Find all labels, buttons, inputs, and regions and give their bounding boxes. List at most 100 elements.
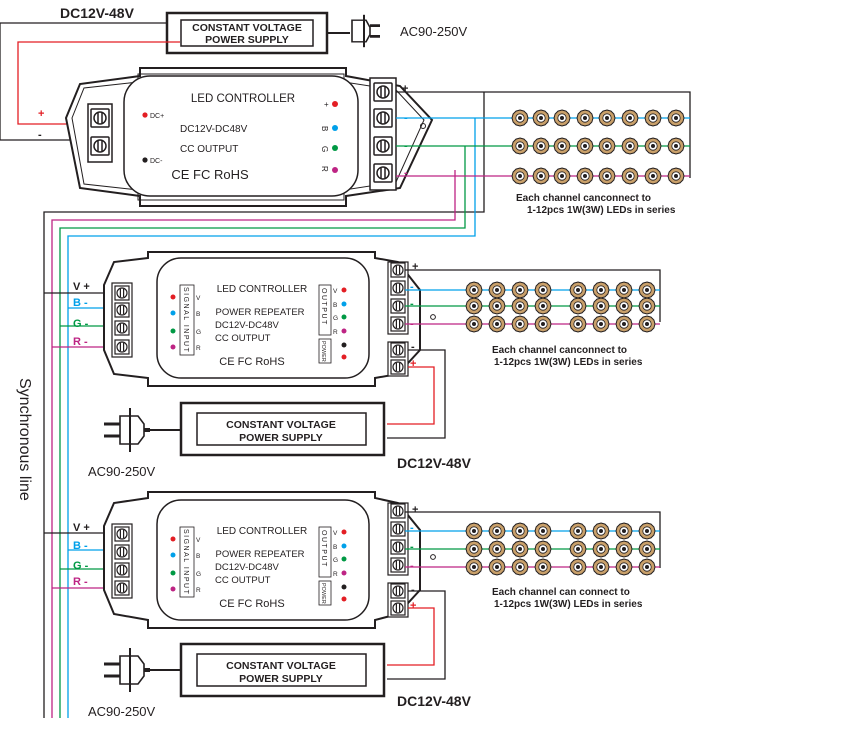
top-ch-g: G — [320, 146, 329, 152]
r1-power-label: POWER — [320, 341, 326, 362]
r1-signal-label: SIGNAL INPUT — [182, 287, 189, 353]
r1-plug-icon — [104, 408, 150, 452]
top-dc-plus: DC+ — [150, 113, 164, 120]
r1-sig-r: R — [196, 345, 201, 352]
r2-dc-label: DC12V-48V — [397, 693, 472, 709]
r2-term-minus-3: - — [410, 560, 414, 572]
r2-pwr-minus: - — [411, 584, 415, 596]
top-controller-marks: CE FC RoHS — [171, 167, 249, 182]
r2-out-r: R — [333, 571, 338, 578]
top-controller-title: LED CONTROLLER — [191, 93, 295, 105]
r2-output-label: OUTPUT — [320, 530, 327, 568]
top-dc-minus: DC- — [150, 158, 163, 165]
synchronous-lines — [43, 92, 485, 718]
r2-in-v: V + — [73, 522, 90, 534]
r2-sig-r: R — [196, 587, 201, 594]
r1-sig-v: V — [196, 295, 201, 302]
r1-ac-label: AC90-250V — [88, 464, 156, 479]
r2-note-line1: Each channel can connect to — [492, 587, 630, 598]
top-section: DC12V-48V CONSTANT VOLTAGE POWER SUPPLY … — [0, 5, 691, 216]
top-psu-line1: CONSTANT VOLTAGE — [192, 22, 302, 34]
r1-in-b: B - — [73, 297, 88, 309]
r1-out-r: R — [333, 329, 338, 336]
r1-term-minus-1: - — [410, 281, 414, 293]
r2-signal-label: SIGNAL INPUT — [182, 529, 189, 595]
r2-out-v: V — [333, 530, 338, 537]
r1-pwr-minus: - — [411, 341, 415, 353]
r1-line2: DC12V-DC48V — [215, 320, 280, 331]
r1-output-label: OUTPUT — [320, 288, 327, 326]
repeater-2-section: V + B - G - R - LED CONTROLLER POWER REP… — [44, 491, 661, 719]
r2-term-minus-1: - — [410, 522, 414, 534]
r1-pwr-plus: + — [410, 358, 416, 370]
synchronous-line-label: Synchronous line — [16, 378, 33, 501]
top-power-supply: CONSTANT VOLTAGE POWER SUPPLY — [165, 11, 329, 55]
r1-note-line2: 1-12pcs 1W(3W) LEDs in series — [494, 357, 643, 368]
top-controller-output: CC OUTPUT — [180, 144, 238, 155]
top-led-array — [396, 91, 691, 178]
r1-in-r: R - — [73, 336, 88, 348]
top-leds — [511, 109, 685, 185]
r1-in-v: V + — [73, 281, 90, 293]
top-dc-label: DC12V-48V — [60, 5, 135, 21]
r2-out-b: B — [333, 544, 337, 551]
top-terminal-minus-3: - — [404, 167, 408, 179]
top-psu-line2: POWER SUPPLY — [205, 34, 289, 46]
top-ac-label: AC90-250V — [400, 24, 468, 39]
r2-line1: POWER REPEATER — [215, 549, 304, 560]
r1-out-g: G — [333, 315, 338, 322]
r2-controller: LED CONTROLLER POWER REPEATER DC12V-DC48… — [103, 491, 436, 629]
r1-marks: CE FC RoHS — [219, 356, 284, 368]
r2-power-supply: CONSTANT VOLTAGE POWER SUPPLY — [179, 642, 386, 698]
r2-psu-line2: POWER SUPPLY — [239, 673, 323, 685]
top-note-line1: Each channel canconnect to — [516, 193, 651, 204]
r2-term-plus: + — [412, 504, 418, 516]
r1-term-plus: + — [412, 261, 418, 273]
top-plug-icon — [351, 14, 380, 48]
r2-ac-label: AC90-250V — [88, 704, 156, 719]
r2-line2: DC12V-DC48V — [215, 562, 280, 573]
top-note-line2: 1-12pcs 1W(3W) LEDs in series — [527, 205, 676, 216]
r2-pwr-plus: + — [410, 600, 416, 612]
r2-in-g: G - — [73, 560, 89, 572]
r2-title: LED CONTROLLER — [217, 526, 308, 537]
r1-power-supply: CONSTANT VOLTAGE POWER SUPPLY — [179, 401, 386, 457]
r2-term-minus-2: - — [410, 541, 414, 553]
r2-sig-v: V — [196, 537, 201, 544]
repeater-1-section: V + B - G - R - LED CONTROLLER POWER REP… — [44, 251, 661, 479]
top-terminal-plus: + — [402, 83, 408, 95]
top-ch-r: R — [320, 166, 329, 172]
top-controller-spec: DC12V-DC48V — [180, 124, 248, 135]
r2-in-r: R - — [73, 576, 88, 588]
r1-line3: CC OUTPUT — [215, 333, 271, 344]
r1-psu-line2: POWER SUPPLY — [239, 432, 323, 444]
r2-power-label: POWER — [320, 583, 326, 604]
top-plus-label: + — [38, 108, 44, 120]
r2-note-line2: 1-12pcs 1W(3W) LEDs in series — [494, 599, 643, 610]
r1-line1: POWER REPEATER — [215, 307, 304, 318]
r1-term-minus-2: - — [410, 298, 414, 310]
r2-line3: CC OUTPUT — [215, 575, 271, 586]
r2-marks: CE FC RoHS — [219, 598, 284, 610]
top-minus-label: - — [38, 129, 42, 141]
r1-controller: LED CONTROLLER POWER REPEATER DC12V-DC48… — [103, 251, 436, 387]
top-ch-b: B — [320, 126, 329, 131]
r2-sig-b: B — [196, 553, 200, 560]
r1-in-g: G - — [73, 318, 89, 330]
r1-sig-g: G — [196, 329, 201, 336]
r1-out-v: V — [333, 288, 338, 295]
r1-sig-b: B — [196, 311, 200, 318]
r1-dc-label: DC12V-48V — [397, 455, 472, 471]
top-led-controller: LED CONTROLLER DC12V-DC48V CC OUTPUT CE … — [64, 67, 434, 207]
r2-sig-g: G — [196, 571, 201, 578]
r2-psu-line1: CONSTANT VOLTAGE — [226, 660, 336, 672]
r1-out-b: B — [333, 302, 337, 309]
r1-title: LED CONTROLLER — [217, 284, 308, 295]
r2-out-g: G — [333, 557, 338, 564]
r2-plug-icon — [104, 648, 150, 692]
r1-psu-line1: CONSTANT VOLTAGE — [226, 419, 336, 431]
r2-in-b: B - — [73, 540, 88, 552]
r1-note-line1: Each channel canconnect to — [492, 345, 627, 356]
top-ch-plus: + — [324, 100, 329, 109]
